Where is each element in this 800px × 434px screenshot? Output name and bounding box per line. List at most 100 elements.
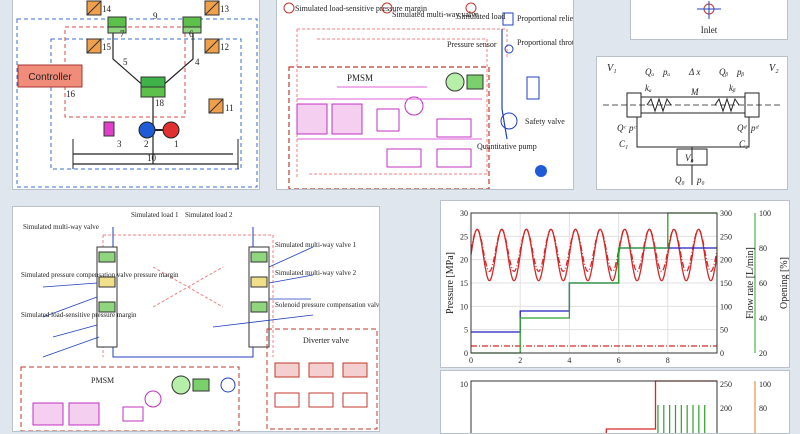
valve-13	[204, 0, 220, 16]
spring-mass-svg: V₁ Qₐ pₐ Δ x Qᵦ pᵦ V₂ kₐ M kᵦ Qᶜ pᶜ C₁ Q…	[603, 63, 783, 185]
y-right2-tick-label: 100	[759, 209, 771, 218]
label-pmsm: PMSM	[91, 376, 114, 385]
component-3	[103, 121, 115, 137]
sym-qd: Qᵈ	[737, 123, 747, 133]
signal-line-inner	[50, 38, 242, 170]
valve-7	[107, 16, 127, 34]
valve-14	[86, 0, 102, 16]
label-sl2: Simulated load 2	[185, 211, 233, 219]
chart-bottom-plot-frame	[470, 380, 718, 433]
num-6: 6	[189, 29, 194, 39]
label-lsm: Simulated load-sensitive pressure margin	[295, 4, 427, 13]
pilot-lines	[296, 28, 508, 179]
label-smv1: Simulated multi-way valve 1	[275, 241, 357, 249]
pilot-network	[102, 234, 274, 357]
num-16: 16	[66, 89, 76, 99]
label-smv: Simulated multi-way valve	[392, 10, 479, 19]
spring-kb	[714, 97, 740, 113]
sym-qb: Qᵦ	[719, 67, 728, 77]
num-15: 15	[102, 42, 112, 52]
y-right1-tick-label: 200	[720, 256, 732, 265]
y-left-label: Pressure [MPa]	[445, 252, 456, 314]
chart-top-series	[470, 212, 718, 354]
num-9: 9	[153, 11, 158, 21]
pmsm-wires	[297, 86, 482, 140]
pmsm-motor-icon	[445, 72, 465, 92]
x-tick-label: 4	[567, 356, 571, 365]
multivalve-svg: Simulated load 1 Simulated load 2 Simula…	[20, 211, 380, 431]
x-tick-label: 8	[666, 356, 670, 365]
num-10: 10	[147, 153, 157, 163]
sym-pa: pₐ	[662, 67, 671, 77]
spool	[640, 96, 746, 114]
y-right2-tick-label: 80	[759, 244, 767, 253]
panel-inlet: Inlet	[630, 0, 788, 40]
pmsm-current-icon	[404, 96, 424, 116]
inlet-label: Inlet	[701, 25, 718, 35]
y-right1-tick-label: 100	[720, 302, 732, 311]
safety-valve-icon	[526, 76, 540, 100]
num-5: 5	[123, 57, 128, 67]
relief-valve-icon	[502, 12, 514, 26]
y-right1-tick-label: 0	[720, 349, 724, 358]
num-2: 2	[144, 139, 149, 149]
series-line-3	[471, 247, 717, 333]
hydraulic-line-main	[112, 19, 194, 119]
pump-icon	[220, 377, 236, 393]
label-smv: Simulated multi-way valve	[23, 223, 99, 231]
spring-ka	[646, 97, 672, 113]
gauge-lsm-icon	[283, 2, 295, 14]
label-dv: Diverter valve	[303, 336, 349, 345]
y-left-tick-label: 15	[460, 279, 468, 288]
controller-label: Controller	[28, 72, 72, 83]
sym-p0: p₀	[696, 175, 705, 185]
label-slsm: Simulated load-sensitive pressure margin	[21, 311, 137, 319]
y-right2-tick-label: 20	[759, 349, 767, 358]
sym-qc: Qᶜ	[617, 123, 626, 133]
valve-stack-left-sections	[98, 251, 116, 313]
series-line-4	[471, 212, 717, 354]
controller-box	[17, 64, 83, 88]
y-right1-tick-label: 250	[720, 232, 732, 241]
pmsm-block-b	[68, 402, 100, 426]
y-right1-tick-label: 300	[720, 209, 732, 218]
bottom-y-right1-tick: 200	[720, 404, 732, 413]
coupling-icon	[192, 378, 210, 392]
label-spcv: Solenoid pressure compensation valve	[275, 301, 380, 309]
label-pmsm: PMSM	[347, 73, 373, 83]
signal-line-outer	[16, 18, 258, 188]
sym-v2: V₂	[769, 63, 779, 74]
valve-11	[208, 98, 224, 114]
panel-spring-mass-model: V₁ Qₐ pₐ Δ x Qᵦ pᵦ V₂ kₐ M kᵦ Qᶜ pᶜ C₁ Q…	[596, 56, 788, 190]
num-13: 13	[220, 4, 230, 14]
coupling-icon	[466, 74, 484, 90]
sym-c2: C₂	[739, 139, 748, 149]
label-smv2: Simulated multi-way valve 2	[275, 269, 357, 277]
sym-pb: pᵦ	[736, 67, 745, 77]
valve-12	[204, 38, 220, 54]
pump-2	[138, 121, 156, 139]
num-14: 14	[102, 4, 112, 14]
bottom-series-0	[605, 380, 717, 433]
y-right2-tick-label: 40	[759, 314, 767, 323]
quantitative-pump-icon	[500, 112, 518, 130]
panel-pmsm-rig: Simulated load-sensitive pressure margin…	[276, 0, 574, 190]
sym-dx: Δ x	[688, 67, 700, 77]
bottom-y-right1-tick: 250	[720, 380, 732, 389]
gauge-smv-icon	[381, 2, 393, 14]
panel-multivalve-schematic: Simulated load 1 Simulated load 2 Simula…	[12, 206, 380, 432]
y-right1-tick-label: 50	[720, 326, 728, 335]
control-schematic-svg: Controller 14 9 13 15 7 6 12 5 4 16 18 1…	[16, 0, 258, 188]
sym-qa: Qₐ	[645, 67, 654, 77]
sym-c1: C₁	[619, 139, 628, 149]
valve-15	[86, 38, 102, 54]
pmsm-boundary	[288, 66, 490, 189]
y-right1-tick-label: 150	[720, 279, 732, 288]
sym-pd: pᵈ	[750, 123, 760, 133]
y-right2-label: Opening [%]	[779, 257, 790, 309]
series-line-1	[470, 228, 718, 272]
